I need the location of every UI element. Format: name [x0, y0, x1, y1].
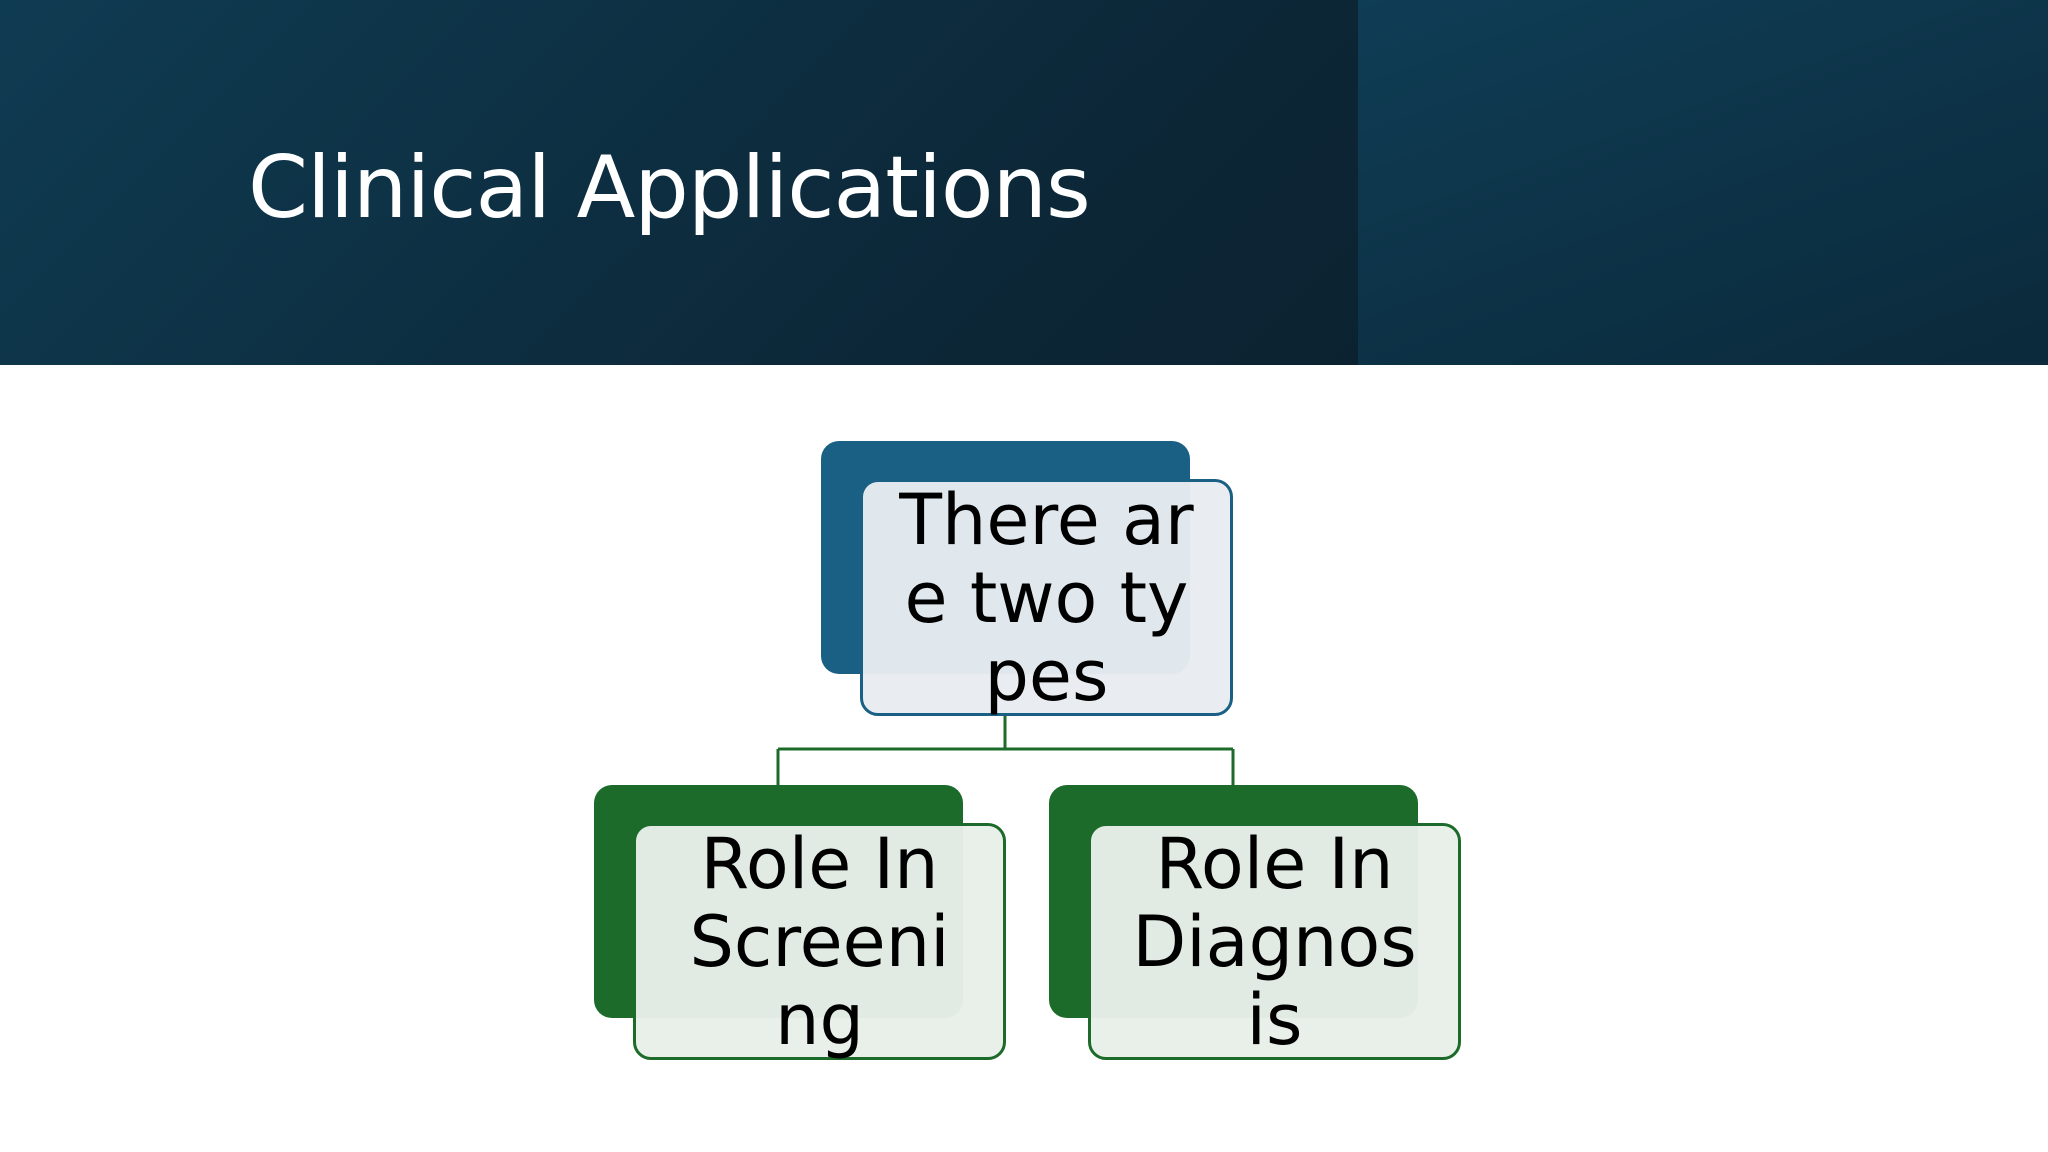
child-node-diagnosis[interactable]: Role In Diagnosis	[1088, 823, 1461, 1060]
child-node-screening-label: Role In Screening	[689, 822, 950, 1061]
title-banner-accent	[1358, 0, 2048, 365]
slide-title[interactable]: Clinical Applications	[248, 138, 1091, 238]
child-node-screening[interactable]: Role In Screening	[633, 823, 1006, 1060]
child-node-diagnosis-label: Role In Diagnosis	[1132, 822, 1417, 1061]
title-banner: Clinical Applications	[0, 0, 2048, 365]
root-node[interactable]: There are two types	[860, 479, 1233, 716]
root-node-label: There are two types	[899, 478, 1194, 717]
